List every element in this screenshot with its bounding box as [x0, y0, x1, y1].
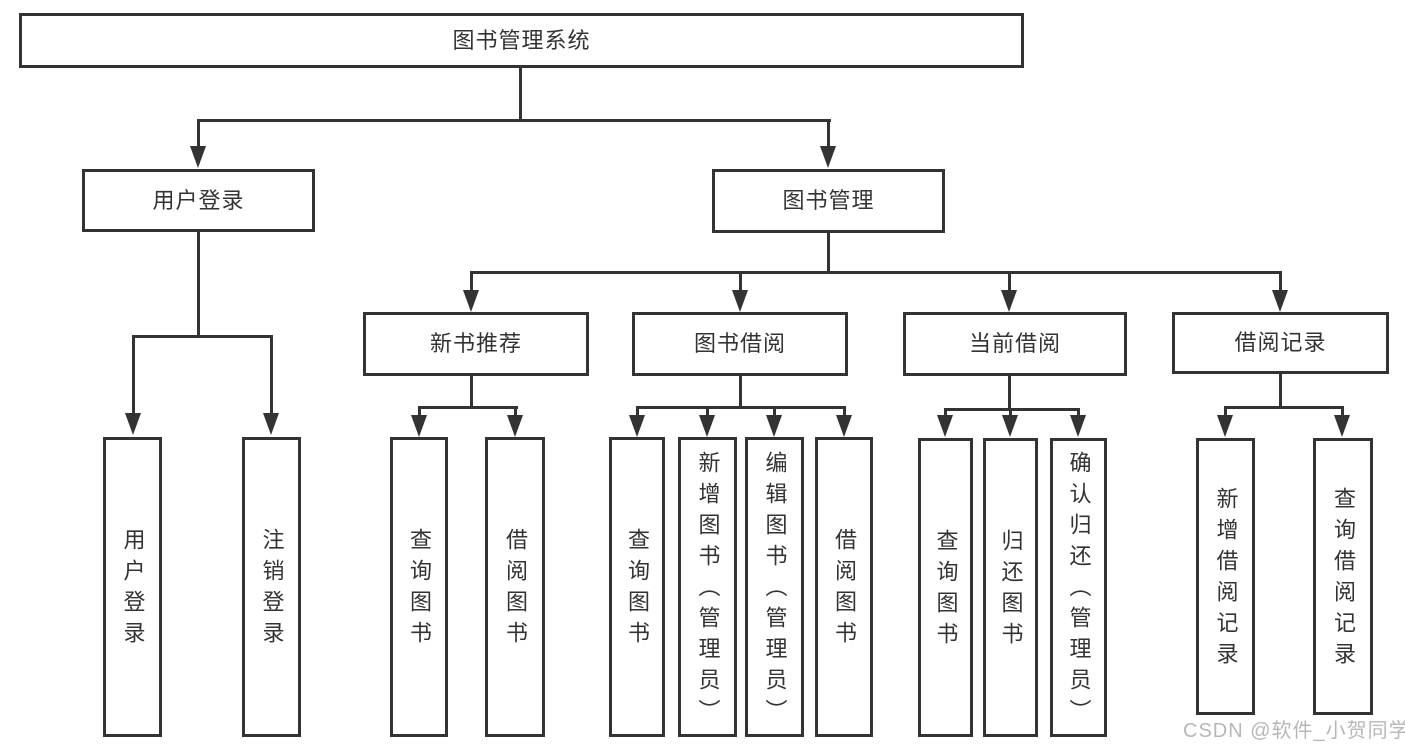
csdn-watermark: CSDN @软件_小贺同学	[1183, 720, 1405, 742]
node-leaf-query-books-1: 查询图书	[390, 437, 448, 737]
node-leaf-add-books-admin: 新增图书（管理员）	[678, 437, 737, 737]
arrow-down-icon	[125, 413, 141, 435]
connector-line	[132, 335, 135, 416]
connector-line	[843, 406, 846, 418]
arrow-down-icon	[463, 290, 479, 312]
connector-line	[1008, 376, 1011, 410]
connector-line	[1279, 374, 1282, 408]
connector-line	[418, 406, 421, 418]
node-leaf-query-books-2: 查询图书	[609, 437, 665, 737]
node-book-borrow: 图书借阅	[632, 312, 848, 376]
connector-line	[1224, 406, 1227, 418]
connector-line	[1008, 271, 1011, 292]
node-leaf-return-books: 归还图书	[983, 438, 1038, 737]
connector-line	[944, 408, 947, 418]
node-book-management: 图书管理	[712, 169, 945, 233]
arrow-down-icon	[1001, 290, 1017, 312]
connector-line	[514, 406, 517, 418]
node-new-book-recommend: 新书推荐	[363, 312, 589, 376]
connector-line	[1009, 408, 1012, 418]
connector-line	[197, 119, 831, 122]
connector-line	[470, 376, 473, 408]
node-leaf-logout: 注销登录	[242, 437, 301, 737]
arrow-down-icon	[507, 415, 523, 437]
node-leaf-confirm-return-admin: 确认归还（管理员）	[1050, 438, 1107, 737]
connector-line	[827, 119, 830, 148]
arrow-down-icon	[190, 146, 206, 168]
connector-line	[519, 68, 522, 120]
connector-line	[470, 271, 1282, 274]
connector-line	[827, 233, 830, 273]
arrow-down-icon	[766, 415, 782, 437]
connector-line	[636, 406, 846, 409]
connector-line	[739, 376, 742, 408]
node-leaf-borrow-books-1: 借阅图书	[485, 437, 545, 737]
arrow-down-icon	[820, 146, 836, 168]
connector-line	[270, 335, 273, 416]
connector-line	[197, 119, 200, 148]
arrow-down-icon	[1334, 415, 1350, 437]
arrow-down-icon	[836, 415, 852, 437]
node-leaf-query-borrow-record: 查询借阅记录	[1313, 438, 1373, 715]
connector-line	[1077, 408, 1080, 418]
connector-line	[636, 406, 639, 418]
connector-line	[470, 271, 473, 292]
node-leaf-query-books-3: 查询图书	[918, 438, 973, 737]
connector-line	[197, 231, 200, 337]
node-current-borrow: 当前借阅	[903, 312, 1127, 376]
connector-line	[739, 271, 742, 292]
arrow-down-icon	[1217, 415, 1233, 437]
arrow-down-icon	[937, 415, 953, 437]
arrow-down-icon	[263, 413, 279, 435]
connector-line	[1341, 406, 1344, 418]
arrow-down-icon	[411, 415, 427, 437]
connector-line	[1224, 406, 1344, 409]
node-leaf-user-login: 用户登录	[103, 437, 162, 737]
arrow-down-icon	[1272, 290, 1288, 312]
node-user-login: 用户登录	[82, 169, 315, 232]
connector-line	[706, 406, 709, 418]
connector-line	[1279, 271, 1282, 292]
arrow-down-icon	[629, 415, 645, 437]
arrow-down-icon	[732, 290, 748, 312]
node-library-system: 图书管理系统	[19, 13, 1024, 68]
arrow-down-icon	[699, 415, 715, 437]
arrow-down-icon	[1002, 415, 1018, 437]
connector-line	[132, 335, 273, 338]
arrow-down-icon	[1070, 415, 1086, 437]
connector-line	[773, 406, 776, 418]
node-leaf-edit-books-admin: 编辑图书（管理员）	[745, 437, 804, 737]
node-borrow-records: 借阅记录	[1172, 312, 1389, 374]
node-leaf-add-borrow-record: 新增借阅记录	[1196, 438, 1255, 715]
node-leaf-borrow-books-2: 借阅图书	[815, 437, 873, 737]
connector-line	[418, 406, 518, 409]
